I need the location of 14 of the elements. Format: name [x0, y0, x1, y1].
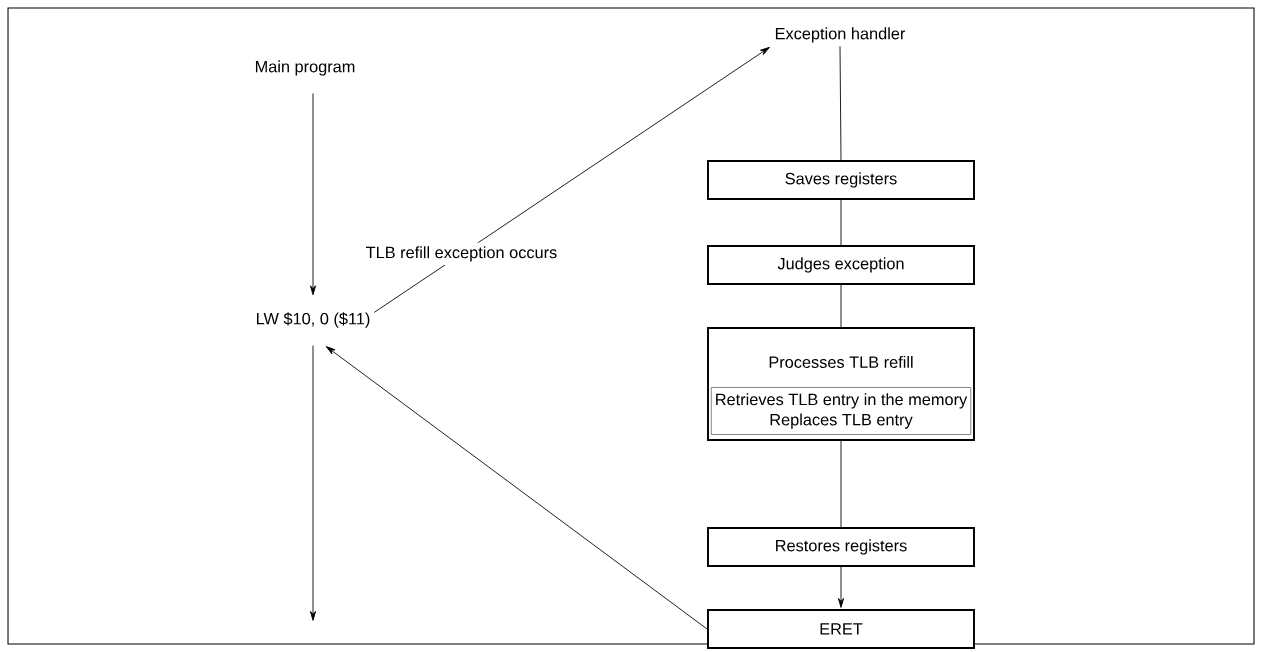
label-text: LW $10, 0 ($11) [257, 312, 370, 328]
arrow [325, 346, 708, 630]
process-box: Saves registers [707, 160, 975, 200]
arrow [310, 93, 317, 296]
process-box: Restores registers [707, 527, 975, 567]
arrow [310, 345, 317, 621]
label-text: Main program [255, 60, 355, 76]
label-text: Exception handler [775, 27, 906, 43]
process-box: Judges exception [707, 245, 975, 285]
inner-box: Retrieves TLB entry in the memory Replaces TLB entry [710, 387, 972, 435]
arrow [837, 566, 845, 608]
arrow [373, 46, 770, 313]
process-box: ERET [707, 609, 975, 649]
edge-label: TLB refill exception occurs [366, 246, 557, 262]
